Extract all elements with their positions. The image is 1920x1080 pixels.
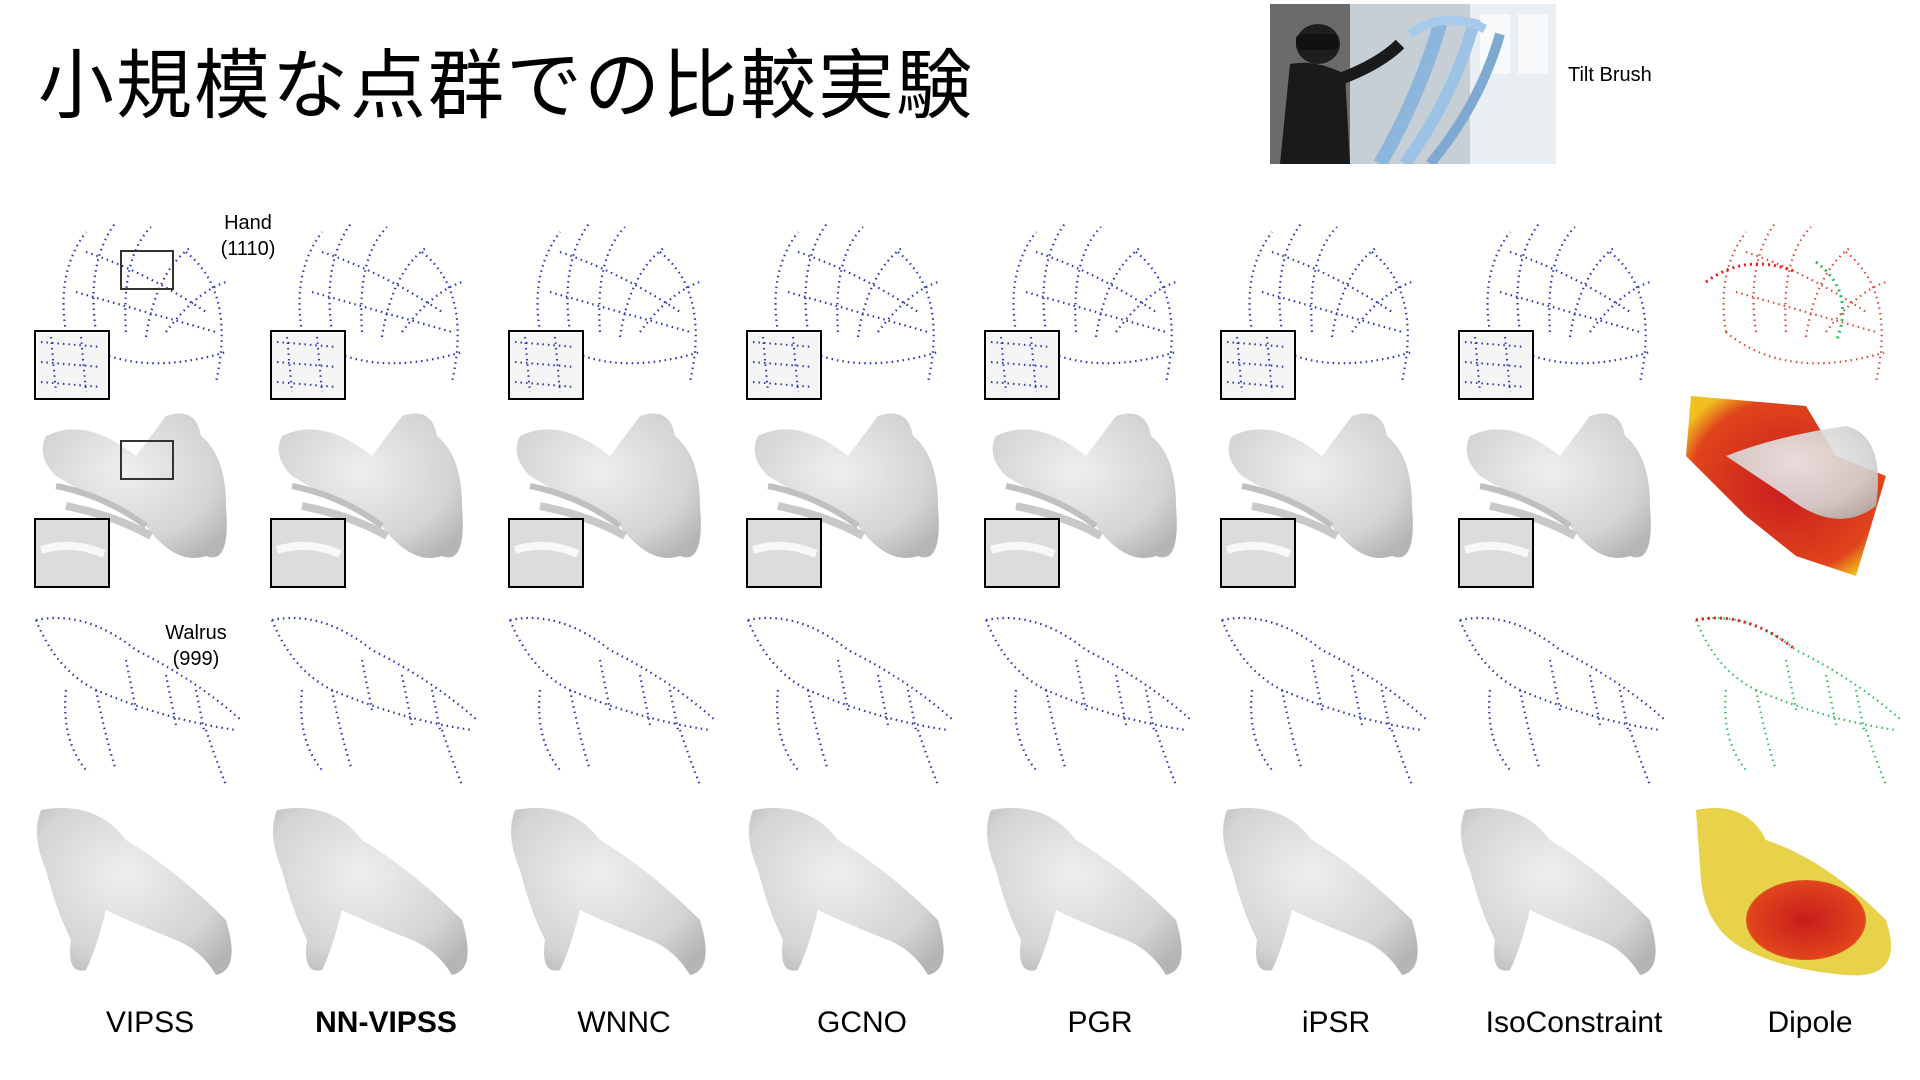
walrus-points-vipss — [26, 610, 262, 790]
hand-mesh-nn-vipss — [262, 396, 498, 588]
page-title: 小規模な点群での比較実験 — [38, 41, 974, 130]
walrus-points-isoconstraint — [1450, 610, 1686, 790]
hand-points-ipsr — [1212, 212, 1448, 400]
zoom-inset — [984, 330, 1060, 400]
hand-mesh-isoconstraint — [1450, 396, 1686, 588]
example-label-walrus: Walrus (999) — [165, 622, 227, 670]
zoom-inset — [1458, 330, 1534, 400]
walrus-points-pgr — [976, 610, 1212, 790]
zoom-inset — [984, 518, 1060, 588]
hand-points-nn-vipss — [262, 212, 498, 400]
tilt-brush-photo — [1270, 4, 1556, 164]
hand-mesh-gcno — [738, 396, 974, 588]
walrus-points-wnnc — [500, 610, 736, 790]
method-label-ipsr: iPSR — [1301, 1006, 1371, 1039]
hand-mesh-ipsr — [1212, 396, 1448, 588]
method-label-isoconstraint: IsoConstraint — [1485, 1006, 1663, 1039]
hand-points-vipss — [26, 212, 262, 400]
hand-points-dipole — [1686, 212, 1920, 392]
walrus-points-ipsr — [1212, 610, 1448, 790]
walrus-points-dipole — [1686, 610, 1920, 790]
zoom-inset — [270, 330, 346, 400]
walrus-points-nn-vipss — [262, 610, 498, 790]
walrus-mesh-wnnc — [500, 800, 736, 990]
method-label-wnnc: WNNC — [577, 1006, 671, 1039]
hand-mesh-wnnc — [500, 396, 736, 588]
hand-points-gcno — [738, 212, 974, 400]
hand-mesh-vipss — [26, 396, 262, 588]
walrus-mesh-ipsr — [1212, 800, 1448, 990]
hand-mesh-dipole — [1686, 396, 1920, 586]
zoom-inset — [746, 330, 822, 400]
walrus-mesh-pgr — [976, 800, 1212, 990]
hand-points-pgr — [976, 212, 1212, 400]
zoom-inset — [1220, 330, 1296, 400]
photo-caption: Tilt Brush — [1568, 64, 1652, 86]
zoom-inset — [270, 518, 346, 588]
zoom-inset — [508, 330, 584, 400]
method-label-dipole: Dipole — [1767, 1006, 1853, 1039]
hand-points-wnnc — [500, 212, 736, 400]
method-label-nn-vipss: NN-VIPSS — [315, 1006, 457, 1039]
walrus-mesh-nn-vipss — [262, 800, 498, 990]
zoom-region-box — [120, 250, 174, 290]
zoom-inset — [508, 518, 584, 588]
hand-mesh-pgr — [976, 396, 1212, 588]
walrus-mesh-gcno — [738, 800, 974, 990]
walrus-points-gcno — [738, 610, 974, 790]
zoom-inset — [1220, 518, 1296, 588]
zoom-inset — [1458, 518, 1534, 588]
method-label-gcno: GCNO — [817, 1006, 907, 1039]
method-label-pgr: PGR — [1067, 1006, 1133, 1039]
example-label-hand: Hand (1110) — [220, 212, 276, 260]
walrus-mesh-vipss — [26, 800, 262, 990]
walrus-mesh-isoconstraint — [1450, 800, 1686, 990]
zoom-inset — [34, 330, 110, 400]
zoom-inset — [746, 518, 822, 588]
zoom-inset — [34, 518, 110, 588]
walrus-mesh-dipole — [1686, 800, 1920, 990]
method-label-vipss: VIPSS — [105, 1006, 195, 1039]
zoom-region-box — [120, 440, 174, 480]
hand-points-isoconstraint — [1450, 212, 1686, 400]
